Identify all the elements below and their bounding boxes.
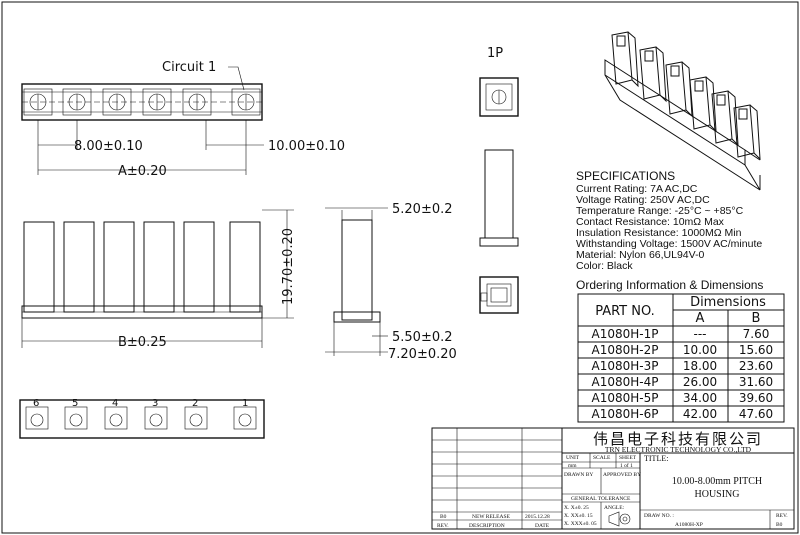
ordering-rows: A1080H-1P --- 7.60 A1080H-2P 10.00 15.60… [592,327,774,421]
tolerance-3: X. XXX±0. 05 [564,521,597,527]
isometric-view [604,31,761,191]
side-view [325,207,388,356]
one-p-side-view [479,149,519,247]
title-block [431,427,795,530]
end-dimension: 10.00±0.10 [268,139,345,154]
base-total-dimension: 7.20±0.20 [388,347,457,362]
pin-numbers: 6 5 4 3 2 1 [33,398,248,409]
ordering-title: Ordering Information & Dimensions [576,278,763,292]
pin-number: 5 [72,398,78,409]
new-release: NEW RELEASE [472,514,511,520]
row-part: A1080H-6P [592,407,659,421]
row-a: --- [694,327,707,341]
unit-label: UNIT [566,455,580,461]
spec-line: Withstanding Voltage: 1500V AC/minute [576,238,762,250]
a-dimension: A±0.20 [118,164,167,179]
drawing-title-line2: HOUSING [695,489,740,500]
row-b: 47.60 [739,407,773,421]
row-a: 18.00 [683,359,717,373]
release-date: 2015.12.28 [525,514,550,520]
row-part: A1080H-2P [592,343,659,357]
one-p-bottom-view [479,276,519,314]
spec-line: Temperature Range: -25°C ~ +85°C [576,205,744,217]
bottom-view [19,399,265,439]
row-b: 7.60 [743,327,770,341]
company-name-cn: 伟昌电子科技有限公司 [593,431,763,448]
spec-line: Voltage Rating: 250V AC,DC [576,194,710,206]
projection-symbol-icon [608,511,631,527]
one-p-top-view [479,77,519,117]
spec-title: SPECIFICATIONS [576,169,675,183]
date-column: DATE [535,523,550,529]
rev-label: REV. [776,513,788,519]
dimensions-header: Dimensions [690,295,766,310]
drawing-title-line1: 10.00-8.00mm PITCH [672,476,762,487]
front-view [21,209,294,348]
drawing-no-label: DRAW NO. : [644,513,674,519]
sheet-value: 1 of 1 [620,462,633,469]
b-dimension: B±0.25 [118,335,167,350]
spec-line: Insulation Resistance: 1000MΩ Min [576,227,742,239]
top-view [21,66,264,175]
height-dimension: 19.70±0.20 [281,228,296,305]
row-part: A1080H-3P [592,359,659,373]
col-a-header: A [696,311,705,326]
rev-b0: B0 [440,514,447,520]
part-no-header: PART NO. [595,304,655,319]
rev-column: REV. [437,523,449,529]
spec-line: Current Rating: 7A AC,DC [576,183,698,195]
ordering-table [577,293,785,423]
spec-line: Color: Black [576,260,633,272]
scale-label: SCALE [593,455,611,461]
pin-number: 3 [152,398,158,409]
circuit-label: Circuit 1 [162,60,216,75]
angle-label: ANGLE: [604,505,625,511]
row-part: A1080H-5P [592,391,659,405]
pin-number: 2 [192,398,198,409]
row-b: 31.60 [739,375,773,389]
top-width-dimension: 5.20±0.2 [392,202,453,217]
pitch-dimension: 8.00±0.10 [74,139,143,154]
row-b: 15.60 [739,343,773,357]
row-part: A1080H-4P [592,375,659,389]
pin-number: 6 [33,398,39,409]
spec-line: Contact Resistance: 10mΩ Max [576,216,725,228]
general-tolerance-label: GENERAL TOLERANCE [571,496,631,502]
row-b: 23.60 [739,359,773,373]
base-width-dimension: 5.50±0.2 [392,330,453,345]
row-part: A1080H-1P [592,327,659,341]
description-column: DESCRIPTION [469,523,505,529]
row-a: 34.00 [683,391,717,405]
title-label: TITLE: [644,454,668,463]
spec-line: Material: Nylon 66,UL94V-0 [576,249,705,261]
spec-lines: Current Rating: 7A AC,DC Voltage Rating:… [576,183,762,272]
one-p-label: 1P [487,46,503,61]
tolerance-2: X. XX±0. 15 [564,513,593,519]
pin-number: 4 [112,398,118,409]
rev-value: B0 [776,522,783,528]
row-a: 26.00 [683,375,717,389]
pin-number: 1 [242,398,248,409]
row-a: 10.00 [683,343,717,357]
row-b: 39.60 [739,391,773,405]
company-name-en: TRN ELECTRONIC TECHNOLOGY CO.,LTD [605,445,752,454]
drawn-by-label: DRAWN BY [564,472,593,478]
col-b-header: B [752,311,761,326]
drawing-no: A1080H-XP [675,522,703,528]
row-a: 42.00 [683,407,717,421]
unit-value: mm [568,463,577,469]
approved-by-label: APPROVED BY [603,472,641,478]
sheet-label: SHEET [619,455,637,461]
tolerance-1: X. X±0. 25 [564,505,589,511]
